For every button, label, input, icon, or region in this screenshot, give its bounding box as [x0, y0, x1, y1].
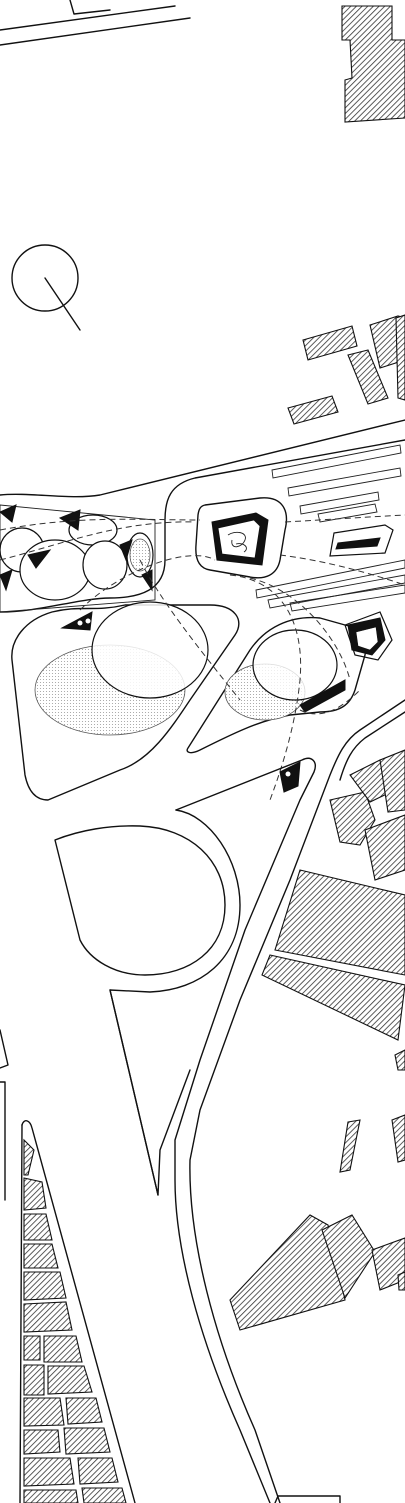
left-plaza	[0, 504, 156, 613]
triangle-block	[19, 1120, 136, 1503]
building-top-right	[341, 5, 405, 123]
parking-rows	[255, 444, 405, 612]
left-edge	[0, 1029, 9, 1201]
main-road	[174, 699, 405, 1503]
left-lobe	[11, 601, 240, 801]
kiosk	[279, 761, 301, 793]
bottom-lot	[274, 1495, 341, 1503]
main-street	[0, 419, 405, 613]
right-lobe	[186, 611, 393, 754]
roundabout	[54, 809, 241, 1196]
slab-right	[329, 524, 394, 557]
north-arrow-icon	[11, 244, 81, 331]
top-road	[0, 0, 191, 46]
central-pavilion	[195, 497, 287, 579]
dashed-paths	[0, 514, 405, 801]
buildings-lower-right	[229, 1114, 405, 1331]
buildings-middle-right	[287, 314, 405, 425]
buildings-right-middle	[261, 749, 405, 1071]
